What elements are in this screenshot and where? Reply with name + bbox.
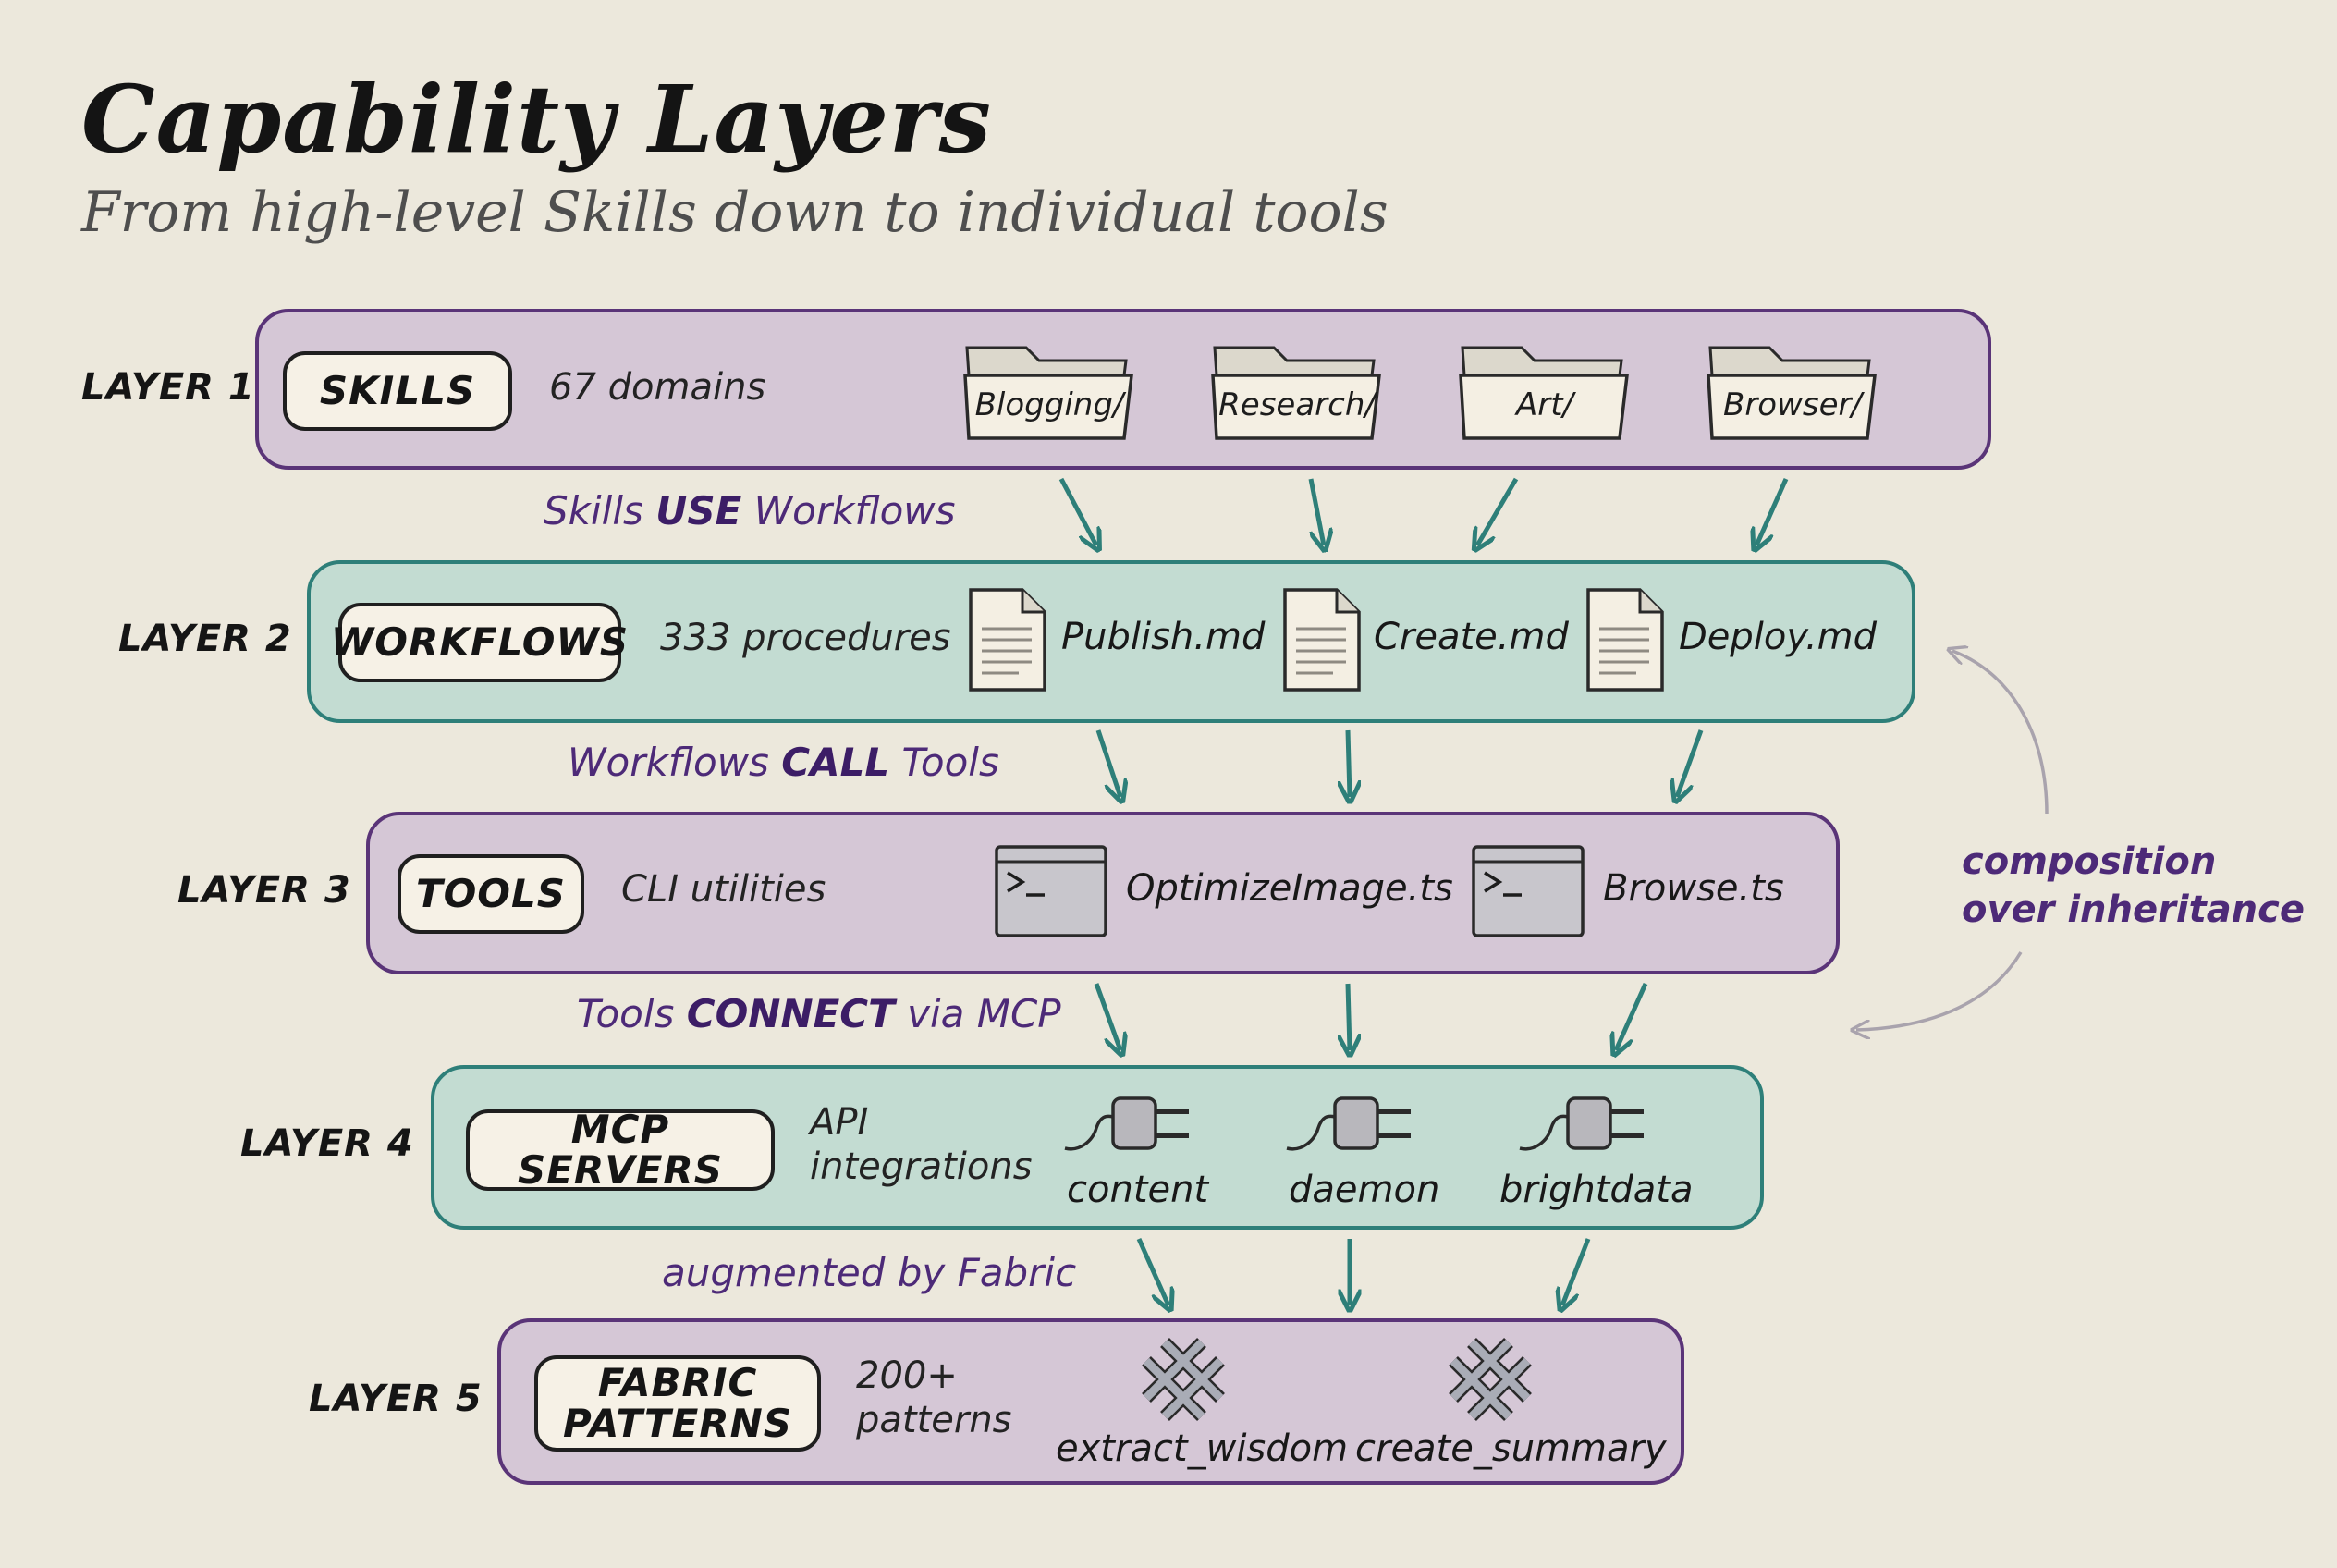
connector-1: Skills USE Workflows xyxy=(544,488,956,533)
arrow-l2-l3-a xyxy=(1095,729,1120,797)
connector-3-post: via MCP xyxy=(894,991,1061,1036)
folder-label-art: Art/ xyxy=(1515,386,1574,423)
mcp-description: API integrations xyxy=(810,1100,1033,1189)
folder-icon: Research/ xyxy=(1209,338,1385,442)
connector-3-pre: Tools xyxy=(577,991,687,1036)
folder-icon: Art/ xyxy=(1457,338,1633,442)
connector-3: Tools CONNECT via MCP xyxy=(577,991,1061,1036)
plug-icon xyxy=(1519,1096,1644,1151)
arrow-l2-l3-c xyxy=(1677,729,1704,797)
arrow-l2-l3-b xyxy=(1348,729,1350,797)
connector-1-post: Workflows xyxy=(741,488,956,533)
arrow-l3-l4-b xyxy=(1348,983,1350,1050)
mcp-description-line-1: API xyxy=(810,1101,869,1144)
document-icon xyxy=(969,588,1046,692)
mcp-content: content xyxy=(1067,1169,1209,1211)
composition-note: composition over inheritance xyxy=(1962,838,2305,934)
connector-2-verb: CALL xyxy=(781,740,890,785)
folder-label-browser: Browser/ xyxy=(1723,386,1862,423)
layer-2-label: LAYER 2 xyxy=(118,618,292,660)
layer-1-label: LAYER 1 xyxy=(81,366,255,409)
arrow-l1-l2-d xyxy=(1756,477,1789,545)
tool-optimizeimage: OptimizeImage.ts xyxy=(1126,867,1453,910)
workflow-deploy: Deploy.md xyxy=(1679,616,1878,658)
arrow-l4-l5-c xyxy=(1562,1238,1591,1305)
connector-2-post: Tools xyxy=(889,740,999,785)
knot-icon xyxy=(1142,1338,1225,1421)
workflows-pill: WORKFLOWS xyxy=(331,603,628,682)
side-arrow-down xyxy=(1856,951,2023,1030)
skills-pill: SKILLS xyxy=(283,351,512,431)
mcp-daemon: daemon xyxy=(1289,1169,1440,1211)
tool-browse: Browse.ts xyxy=(1603,867,1784,910)
layer-4-label: LAYER 4 xyxy=(240,1122,414,1165)
fabric-pill-line-2: PATTERNS xyxy=(562,1401,793,1446)
plug-icon xyxy=(1286,1096,1411,1151)
connector-1-pre: Skills xyxy=(544,488,656,533)
mcp-servers-pill: MCP SERVERS xyxy=(466,1109,775,1191)
workflow-create: Create.md xyxy=(1374,616,1569,658)
skills-description: 67 domains xyxy=(549,366,766,409)
fabric-extract-wisdom: extract_wisdom xyxy=(1056,1427,1349,1470)
connector-2-pre: Workflows xyxy=(568,740,782,785)
document-icon xyxy=(1586,588,1664,692)
arrow-l1-l2-a xyxy=(1058,477,1096,545)
layer-5-label: LAYER 5 xyxy=(309,1378,483,1420)
folder-icon: Blogging/ xyxy=(961,338,1137,442)
terminal-icon xyxy=(995,845,1107,937)
side-arrow-up xyxy=(1952,651,2049,815)
arrow-l1-l2-c xyxy=(1477,477,1519,545)
arrow-l4-l5-a xyxy=(1136,1237,1168,1305)
folder-label-research: Research/ xyxy=(1218,386,1376,423)
composition-note-line-2: over inheritance xyxy=(1962,888,2305,931)
fabric-description: 200+ patterns xyxy=(856,1354,1012,1442)
arrow-l3-l4-a xyxy=(1094,983,1120,1050)
folder-label-blogging: Blogging/ xyxy=(974,386,1124,423)
composition-note-line-1: composition xyxy=(1962,840,2217,883)
mcp-description-line-2: integrations xyxy=(810,1145,1033,1188)
workflow-publish: Publish.md xyxy=(1061,616,1266,658)
knot-icon xyxy=(1449,1338,1532,1421)
connector-1-verb: USE xyxy=(655,488,742,533)
workflows-description: 333 procedures xyxy=(660,617,951,659)
connector-3-verb: CONNECT xyxy=(686,991,895,1036)
arrow-l1-l2-b xyxy=(1308,478,1324,545)
folder-icon: Browser/ xyxy=(1705,338,1880,442)
plug-icon xyxy=(1064,1096,1189,1151)
connector-2: Workflows CALL Tools xyxy=(568,740,999,785)
layer-3-label: LAYER 3 xyxy=(177,869,351,912)
fabric-pill-line-1: FABRIC xyxy=(597,1359,758,1405)
fabric-create-summary: create_summary xyxy=(1355,1427,1667,1470)
page-subtitle: From high-level Skills down to individua… xyxy=(81,180,1389,245)
tools-pill: TOOLS xyxy=(398,854,584,934)
fabric-description-line-1: 200+ xyxy=(856,1354,958,1397)
layer-1-band xyxy=(255,309,1991,470)
tools-description: CLI utilities xyxy=(621,868,826,911)
terminal-icon xyxy=(1472,845,1585,937)
mcp-brightdata: brightdata xyxy=(1499,1169,1694,1211)
page-title: Capability Layers xyxy=(81,65,992,174)
fabric-description-line-2: patterns xyxy=(856,1399,1012,1441)
fabric-patterns-pill: FABRIC PATTERNS xyxy=(534,1355,821,1452)
connector-4: augmented by Fabric xyxy=(662,1250,1077,1295)
document-icon xyxy=(1283,588,1361,692)
arrow-l3-l4-c xyxy=(1616,982,1648,1050)
